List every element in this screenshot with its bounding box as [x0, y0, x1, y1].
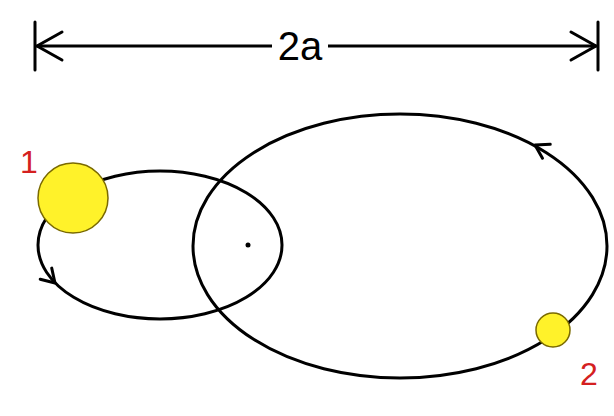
orbit-direction-arrow [531, 138, 550, 158]
star-number: 1 [20, 146, 38, 178]
star-circle [38, 163, 108, 233]
large-orbit [193, 114, 607, 378]
star-circle [536, 313, 570, 347]
center-of-mass [246, 243, 251, 248]
star-node: 1 [8, 140, 120, 240]
orbit-direction-arrow [40, 268, 61, 288]
star-node: 2 [522, 296, 608, 406]
dimension-arrowhead [37, 32, 62, 60]
star-number: 2 [580, 358, 598, 390]
dimension-arrowhead [571, 32, 596, 60]
dimension-label: 2a [272, 26, 329, 66]
